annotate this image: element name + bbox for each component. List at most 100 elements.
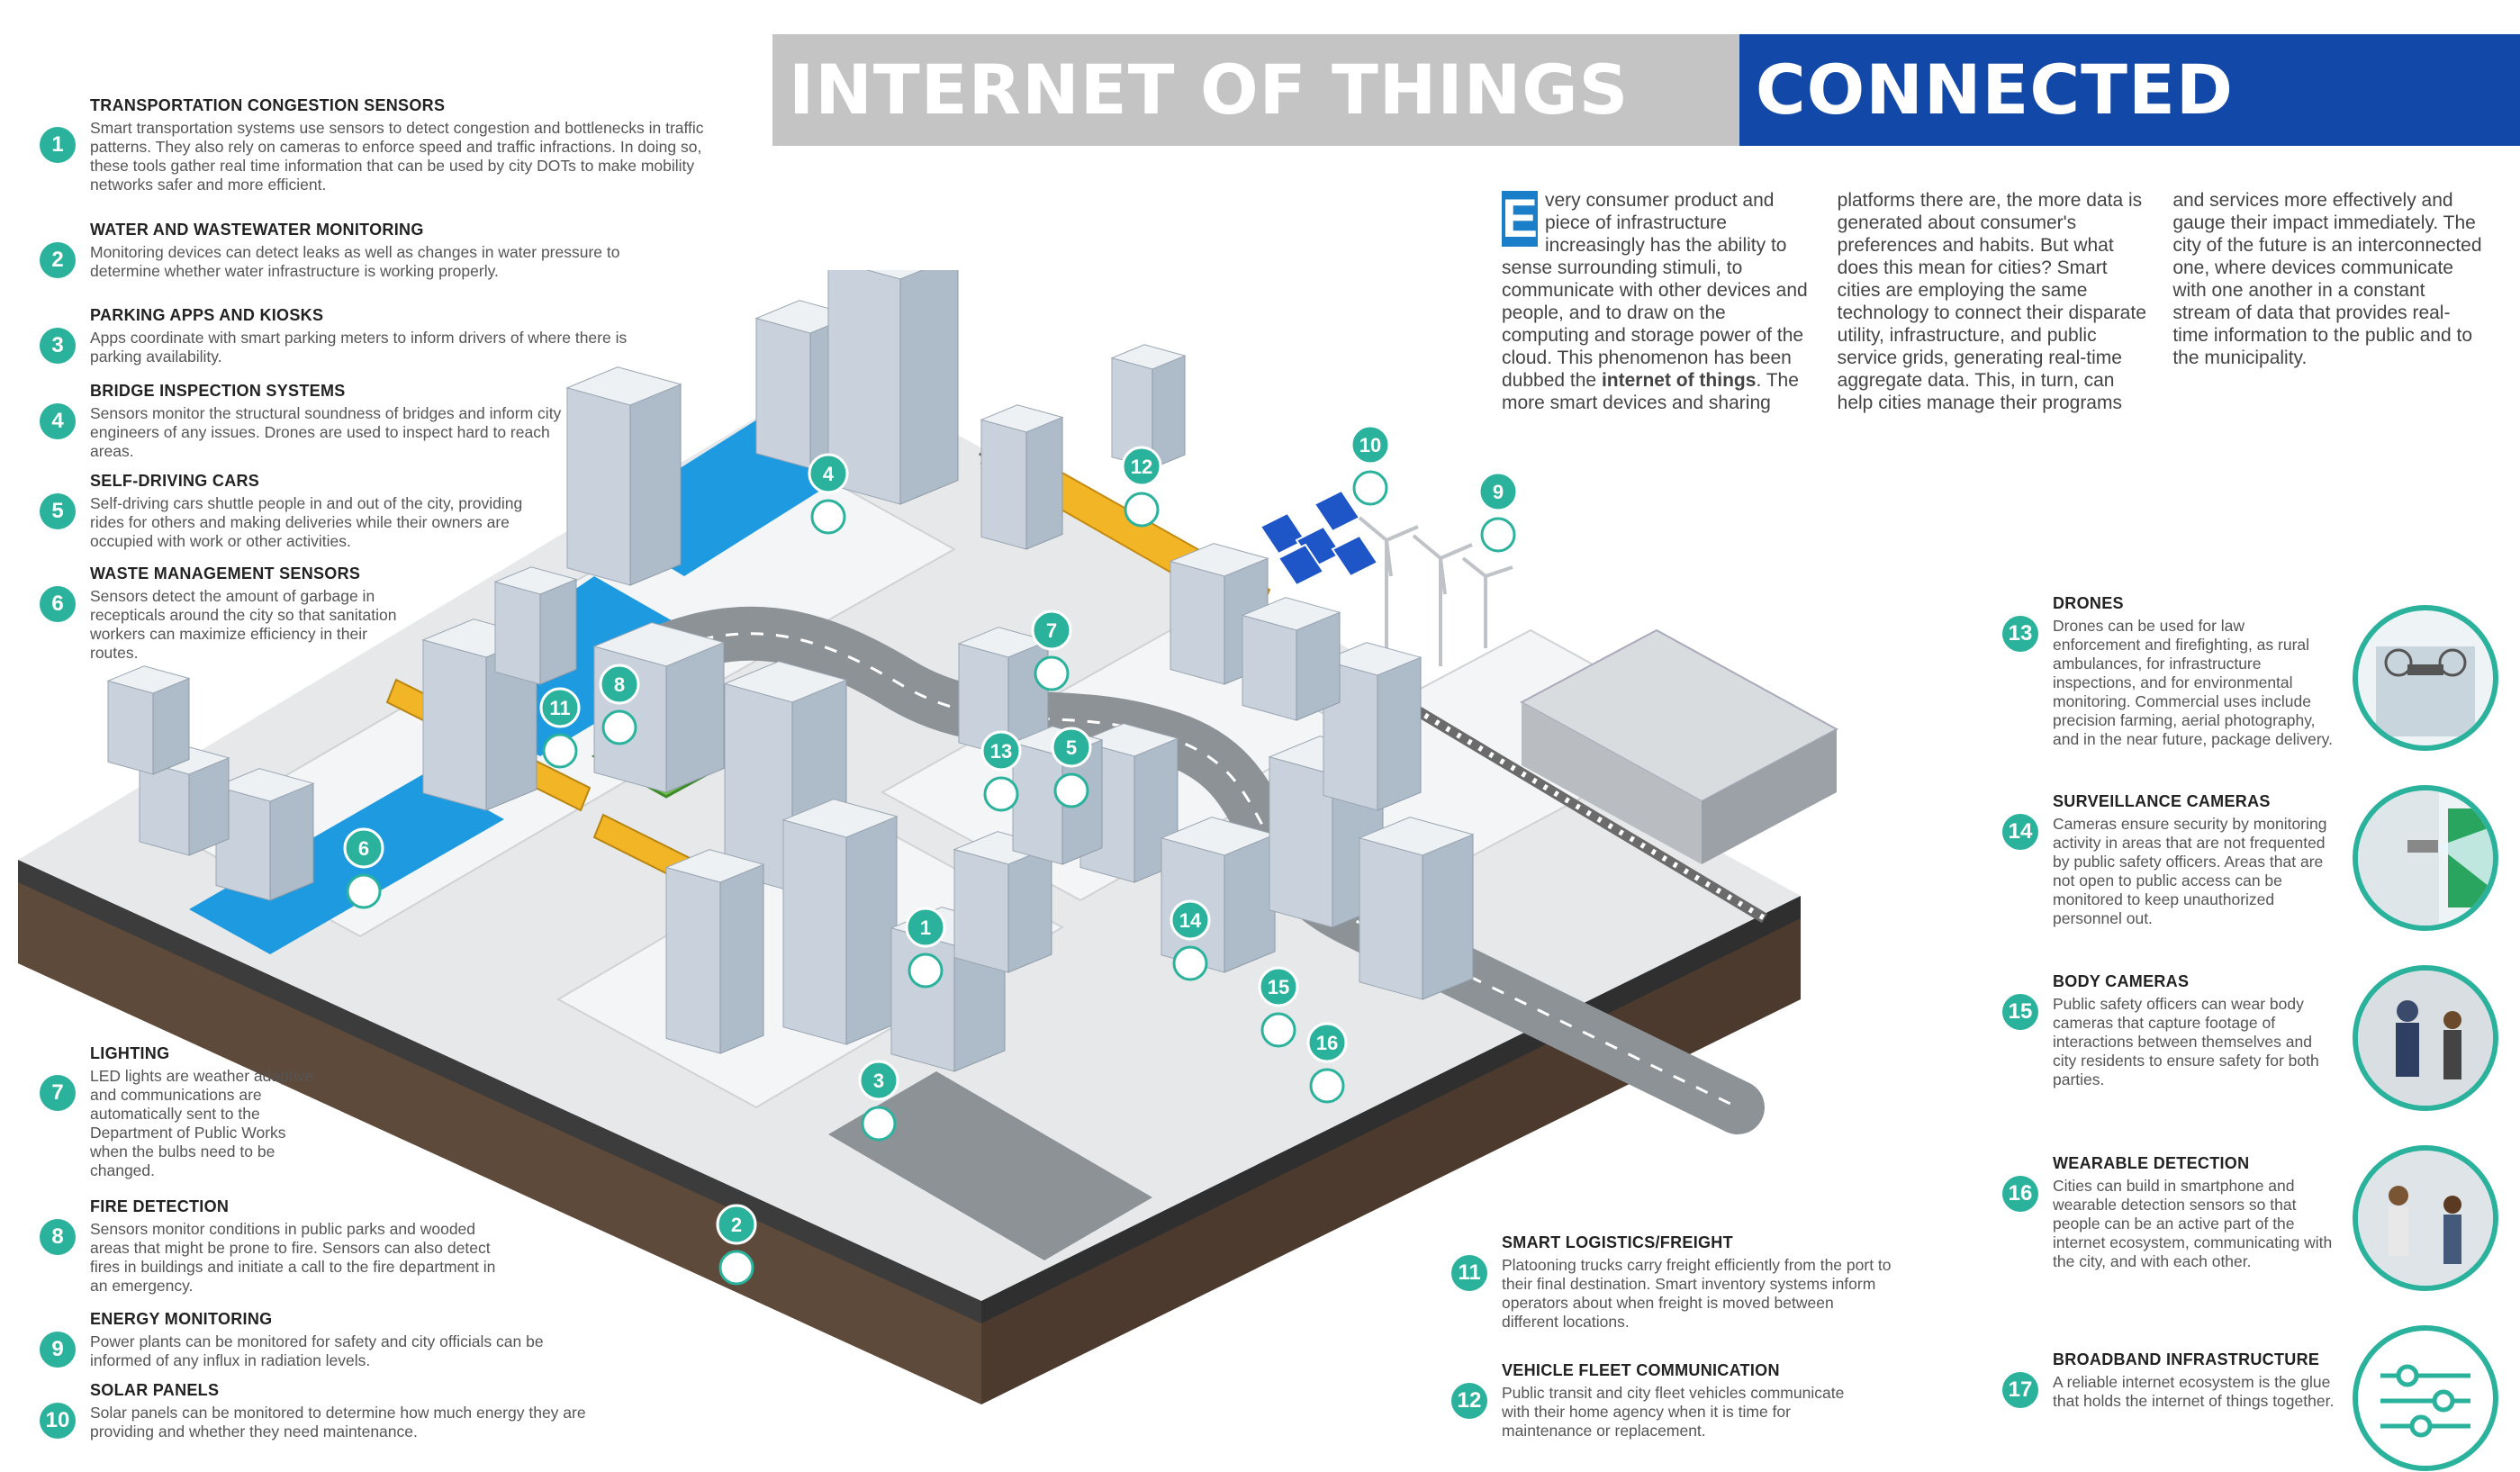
item-title: BROADBAND INFRASTRUCTURE [2053, 1350, 2320, 1368]
item-number: 10 [40, 1403, 76, 1439]
item-number: 9 [40, 1332, 76, 1368]
building-roof [565, 366, 682, 406]
item-body: A reliable internet ecosystem is the glu… [2053, 1373, 2335, 1410]
map-marker-label: 10 [1359, 434, 1381, 456]
drone-icon [2353, 605, 2498, 751]
map-marker-label: 4 [823, 463, 835, 485]
item-title: LIGHTING [90, 1044, 170, 1062]
map-marker-label: 6 [358, 837, 369, 860]
sensor-sliders-icon [983, 776, 1019, 812]
item-number: 6 [40, 586, 76, 622]
item-4: 4 BRIDGE INSPECTION SYSTEMS Sensors moni… [40, 382, 580, 461]
item-title: WEARABLE DETECTION [2053, 1154, 2250, 1172]
intro-bold: internet of things [1601, 370, 1757, 391]
sensor-sliders-icon [1260, 1012, 1296, 1048]
building-roof [1358, 817, 1475, 856]
item-title: SOLAR PANELS [90, 1381, 220, 1399]
building-face [1007, 845, 1052, 973]
map-marker-label: 8 [614, 673, 625, 696]
ground-top [18, 369, 1801, 1301]
item-body: Self-driving cars shuttle people in and … [90, 494, 523, 550]
building-face [782, 819, 847, 1045]
item-7: 7 LIGHTING LED lights are weather adapti… [40, 1044, 319, 1180]
intro-text-1: very consumer product and piece of infra… [1502, 190, 1808, 391]
item-title: VEHICLE FLEET COMMUNICATION [1502, 1361, 1780, 1379]
item-number: 8 [40, 1219, 76, 1255]
building-face [269, 782, 314, 901]
solar-panels [1259, 489, 1379, 587]
building-roof [1322, 642, 1423, 676]
building-roof [214, 768, 315, 802]
building-face [899, 270, 959, 505]
building-face [665, 866, 721, 1054]
building-face [1242, 614, 1297, 721]
item-12: 12 VEHICLE FLEET COMMUNICATION Public tr… [1451, 1361, 1874, 1440]
intro-text-2: . The more smart devices and sharing pla… [1502, 190, 2482, 413]
item-body: Apps coordinate with smart parking meter… [90, 329, 628, 366]
building-face [629, 384, 682, 586]
building-face [1152, 355, 1186, 469]
item-14: 14 SURVEILLANCE CAMERAS Cameras ensure s… [2002, 792, 2335, 928]
parking-lot [828, 1071, 1152, 1260]
map-marker-6 [343, 827, 384, 869]
item-body: LED lights are weather adaptive and comm… [90, 1067, 314, 1179]
item-number: 12 [1451, 1383, 1487, 1419]
building-roof [664, 849, 765, 883]
building-roof [493, 566, 578, 595]
item-body: Sensors monitor the structural soundness… [90, 404, 562, 460]
map-marker-2 [716, 1204, 757, 1245]
building-face [422, 639, 487, 811]
ground-slab-edge-right [981, 896, 1801, 1323]
item-number: 15 [2002, 994, 2038, 1030]
item-body: Public transit and city fleet vehicles c… [1502, 1384, 1845, 1440]
item-body: Platooning trucks carry freight efficien… [1502, 1256, 1892, 1331]
map-marker-label: 15 [1268, 976, 1289, 998]
map-marker-11 [539, 687, 581, 728]
page-title: INTERNET OF THINGS IN CONNECTED CITIES [772, 34, 2520, 241]
building-roof [592, 622, 726, 667]
map-marker-1 [905, 907, 946, 948]
map-marker-label: 11 [549, 697, 570, 719]
item-16: 16 WEARABLE DETECTION Cities can build i… [2002, 1154, 2335, 1271]
broadband-sliders-icon [2353, 1325, 2498, 1471]
building-face [1025, 416, 1063, 550]
warehouse [1519, 628, 1839, 864]
item-title: SURVEILLANCE CAMERAS [2053, 792, 2271, 810]
sensor-sliders-icon [908, 953, 944, 989]
map-marker-5 [1051, 727, 1092, 768]
item-13: 13 DRONES Drones can be used for law enf… [2002, 594, 2335, 749]
item-title: DRONES [2053, 594, 2124, 612]
map-marker-14 [1170, 899, 1211, 941]
building-face [980, 419, 1027, 550]
building-face [188, 757, 230, 856]
map-marker-10 [1350, 424, 1391, 465]
building-roof [1169, 543, 1269, 577]
item-body: Solar panels can be monitored to determi… [90, 1404, 586, 1440]
item-8: 8 FIRE DETECTION Sensors monitor conditi… [40, 1197, 508, 1296]
map-marker-7 [1031, 610, 1072, 651]
sensor-sliders-icon [542, 733, 578, 769]
item-number: 14 [2002, 814, 2038, 850]
item-title: BRIDGE INSPECTION SYSTEMS [90, 382, 346, 400]
item-body: Sensors detect the amount of garbage in … [90, 587, 397, 662]
item-number: 11 [1451, 1255, 1487, 1291]
item-number: 4 [40, 403, 76, 439]
item-body: Smart transportation systems use sensors… [90, 119, 704, 194]
map-marker-16 [1306, 1022, 1348, 1063]
item-title: TRANSPORTATION CONGESTION SENSORS [90, 96, 446, 114]
wearable-detection-icon [2353, 1145, 2498, 1291]
item-number: 17 [2002, 1372, 2038, 1408]
item-title: SELF-DRIVING CARS [90, 472, 260, 490]
title-part-2: CONNECTED CITIES [1739, 34, 2520, 241]
building-roof [865, 270, 924, 280]
item-body: Public safety officers can wear body cam… [2053, 995, 2319, 1088]
buildings [106, 270, 1475, 1072]
item-body: Cameras ensure security by monitoring ac… [2053, 815, 2327, 927]
building-face [1012, 742, 1063, 865]
building-face [107, 680, 154, 775]
building-face [1377, 656, 1422, 811]
intro-dropcap: E [1502, 188, 1539, 248]
sensor-sliders-icon [1480, 517, 1516, 553]
map-marker-9 [1477, 471, 1519, 512]
